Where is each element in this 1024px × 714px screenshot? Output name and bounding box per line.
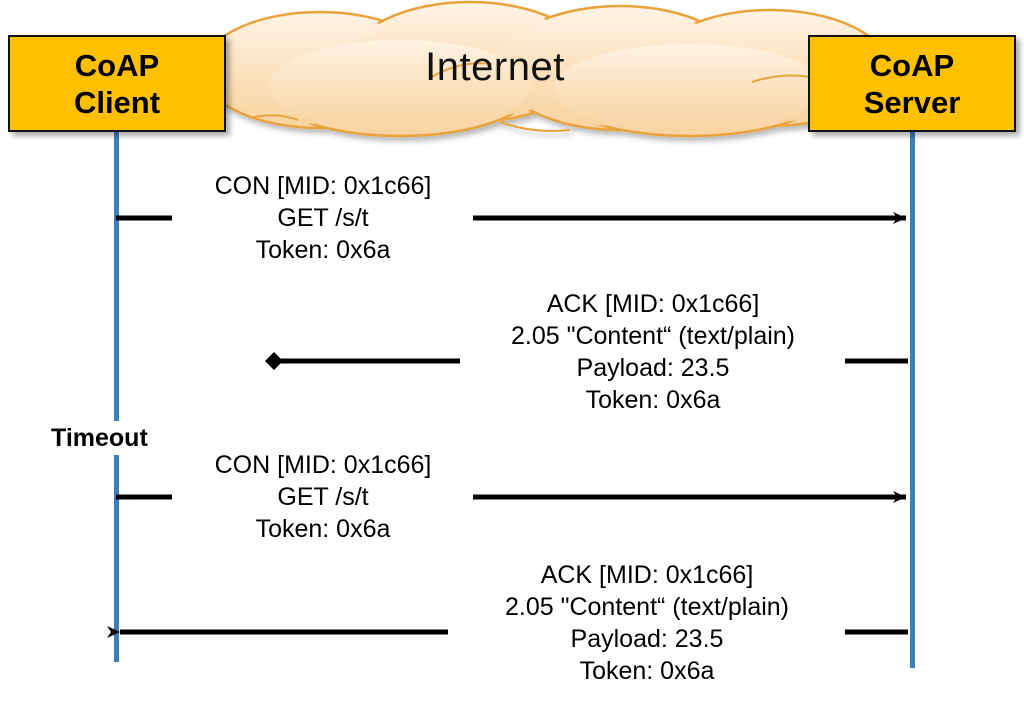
message-label-1: CON [MID: 0x1c66] GET /s/t Token: 0x6a (172, 170, 474, 266)
message-label-1-line-3: Token: 0x6a (255, 236, 391, 264)
message-label-2-line-2: 2.05 "Content“ (text/plain) (510, 322, 796, 350)
message-label-4-line-2: 2.05 "Content“ (text/plain) (504, 593, 790, 621)
message-label-2-line-1: ACK [MID: 0x1c66] (546, 290, 760, 318)
timeout-label: Timeout (47, 421, 152, 455)
internet-cloud-label: Internet (425, 45, 565, 89)
coap-server-box[interactable]: CoAP Server (808, 35, 1016, 132)
message-label-3-line-3: Token: 0x6a (255, 515, 391, 543)
message-label-2-line-3: Payload: 23.5 (576, 354, 730, 382)
lifeline-client-upper (114, 131, 119, 423)
message-label-4-line-4: Token: 0x6a (579, 657, 715, 685)
coap-server-label-line1: CoAP (869, 47, 955, 83)
message-label-3-line-1: CON [MID: 0x1c66] (214, 451, 432, 479)
message-label-1-line-2: GET /s/t (277, 204, 369, 232)
coap-client-box[interactable]: CoAP Client (8, 35, 226, 132)
message-label-2-line-4: Token: 0x6a (585, 386, 721, 414)
coap-client-label-line1: CoAP (74, 47, 160, 83)
message-label-4-line-3: Payload: 23.5 (570, 625, 724, 653)
message-label-4: ACK [MID: 0x1c66] 2.05 "Content“ (text/p… (447, 559, 847, 687)
coap-client-label-line2: Client (73, 84, 161, 120)
message-label-4-line-1: ACK [MID: 0x1c66] (540, 561, 754, 589)
message-label-3-line-2: GET /s/t (277, 483, 369, 511)
message-label-3: CON [MID: 0x1c66] GET /s/t Token: 0x6a (172, 449, 474, 545)
lifeline-server (910, 131, 915, 668)
message-label-1-line-1: CON [MID: 0x1c66] (214, 172, 432, 200)
lifeline-client-lower (114, 451, 119, 662)
coap-server-label-line2: Server (863, 84, 961, 120)
message-label-2: ACK [MID: 0x1c66] 2.05 "Content“ (text/p… (459, 288, 847, 416)
